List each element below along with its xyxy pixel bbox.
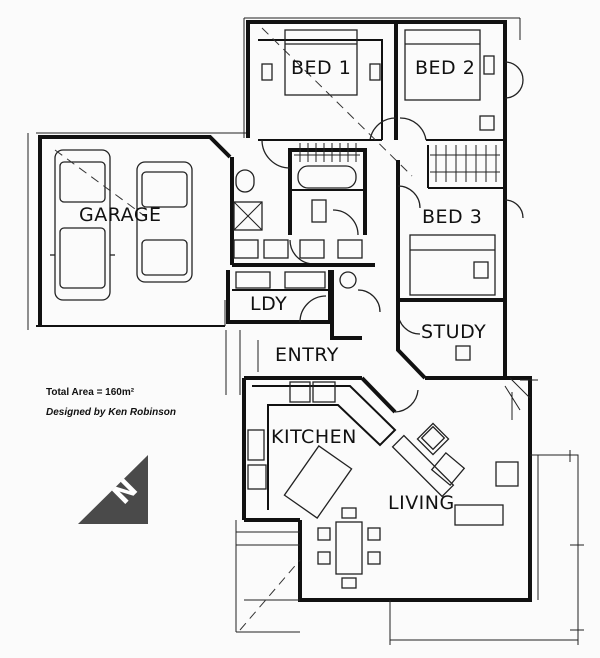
room-label-kitchen: KITCHEN — [271, 426, 357, 448]
bed1-furniture — [261, 29, 381, 96]
room-label-garage: GARAGE — [79, 204, 162, 226]
room-label-living: LIVING — [388, 492, 455, 514]
linen-rail — [294, 143, 360, 162]
verandah — [389, 379, 584, 645]
room-label-study: STUDY — [421, 321, 487, 343]
designer-credit: Designed by Ken Robinson — [46, 407, 177, 418]
bed2-furniture — [404, 29, 495, 131]
room-label-entry: ENTRY — [275, 344, 339, 366]
kitchen-living-area — [242, 376, 532, 602]
laundry-entry — [225, 270, 421, 395]
room-label-bed1: BED 1 — [291, 57, 352, 79]
room-label-ldy: LDY — [250, 293, 288, 315]
north-arrow-icon: N — [78, 455, 148, 524]
total-area-text: Total Area = 160m² — [46, 387, 135, 398]
garage-area — [27, 132, 248, 330]
bed3-furniture — [396, 145, 524, 302]
car-right — [136, 161, 193, 283]
room-label-bed2: BED 2 — [415, 57, 476, 79]
bathroom-block — [230, 139, 375, 267]
room-label-bed3: BED 3 — [422, 206, 483, 228]
car-left — [50, 149, 115, 301]
side-terrace — [235, 520, 301, 633]
